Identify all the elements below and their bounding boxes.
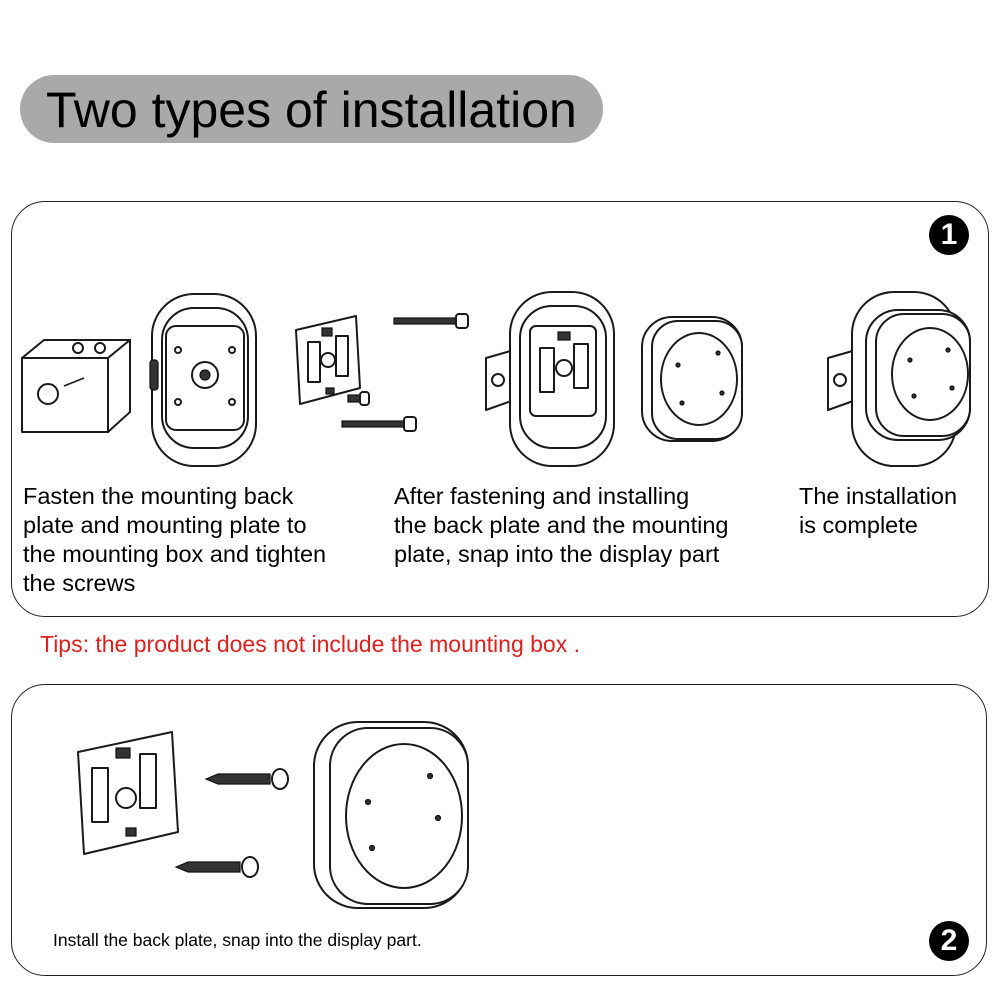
mounting-back-plate-illustration xyxy=(149,293,257,467)
display-part-illustration xyxy=(641,316,743,442)
screw-icon xyxy=(174,856,259,878)
screw-icon xyxy=(393,313,469,329)
step-caption-complete: The installation is complete xyxy=(799,483,958,538)
step-number-badge-2: 2 xyxy=(929,921,969,961)
mounting-plate-illustration xyxy=(295,315,361,405)
mounting-box-illustration xyxy=(21,339,131,433)
method-2-caption: Install the back plate, snap into the di… xyxy=(53,930,422,950)
step-caption-fasten: Fasten the mounting back plate and mount… xyxy=(23,483,327,596)
step-caption-snap: After fastening and installing the back … xyxy=(394,483,729,567)
installation-method-1-panel xyxy=(11,201,989,617)
tips-note: Tips: the product does not include the m… xyxy=(40,631,580,657)
assembled-back-plate-illustration xyxy=(485,291,615,467)
display-part-illustration xyxy=(313,721,469,909)
installation-method-2-panel xyxy=(11,684,987,976)
screw-icon xyxy=(204,768,289,790)
back-plate-illustration xyxy=(77,731,179,855)
screw-icon xyxy=(347,391,370,406)
step-number-badge-1: 1 xyxy=(929,215,969,255)
installation-complete-illustration xyxy=(827,291,971,467)
page-title: Two types of installation xyxy=(46,82,577,138)
screw-icon xyxy=(341,416,417,432)
title-banner xyxy=(20,75,603,143)
